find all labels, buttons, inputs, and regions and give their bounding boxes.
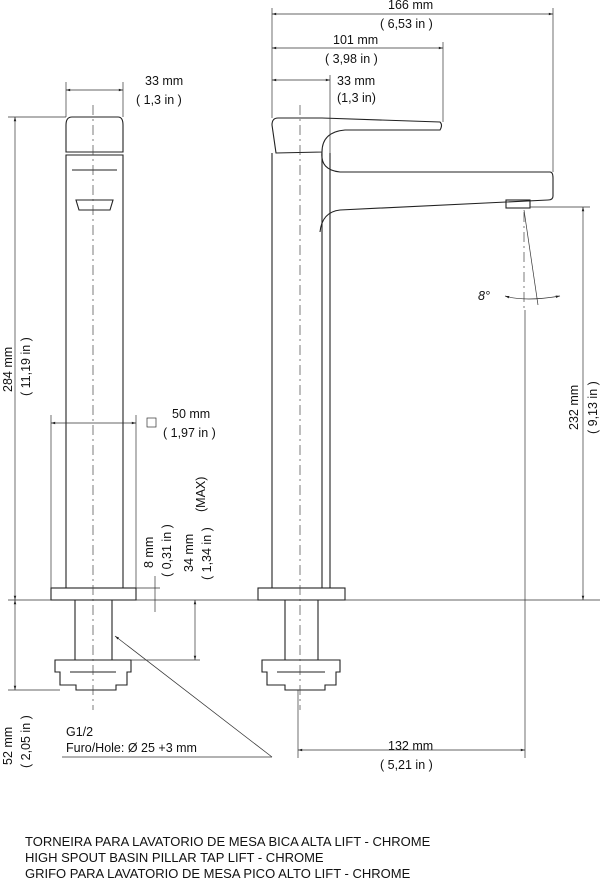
caption-spanish: GRIFO PARA LAVATORIO DE MESA PICO ALTO L…: [25, 866, 411, 881]
below-deck-in: ( 2,05 in ): [19, 715, 33, 768]
body-square-in: ( 1,97 in ): [163, 426, 216, 440]
caption-portuguese: TORNEIRA PARA LAVATORIO DE MESA BICA ALT…: [25, 834, 431, 849]
max-deck-in: ( 1,34 in ): [200, 527, 214, 580]
dimension-labels: 33 mm ( 1,3 in ) 284 mm ( 11,19 in ) 50 …: [1, 0, 600, 772]
side-width-in: (1,3 in): [337, 91, 376, 105]
front-width-mm: 33 mm: [145, 74, 183, 88]
front-view: [50, 105, 137, 710]
spout-reach-mm: 132 mm: [388, 739, 433, 753]
spout-height-mm: 232 mm: [567, 385, 581, 430]
max-note: (MAX): [194, 477, 208, 512]
total-height-in: ( 11,19 in ): [19, 337, 33, 396]
side-width-mm: 33 mm: [337, 74, 375, 88]
base-thickness-mm: 8 mm: [142, 537, 156, 568]
base-thickness-in: ( 0,31 in ): [160, 524, 174, 577]
front-width-in: ( 1,3 in ): [136, 93, 182, 107]
thread-size: G1/2: [66, 725, 93, 739]
total-height-mm: 284 mm: [1, 347, 15, 392]
dimension-lines: [8, 8, 600, 758]
max-deck-mm: 34 mm: [182, 534, 196, 572]
angle-label: 8°: [478, 289, 490, 303]
spout-reach-in: ( 5,21 in ): [380, 758, 433, 772]
spout-height-in: ( 9,13 in ): [586, 381, 600, 434]
below-deck-mm: 52 mm: [1, 727, 15, 765]
total-reach-in: ( 6,53 in ): [380, 17, 433, 31]
total-reach-mm: 166 mm: [388, 0, 433, 12]
caption-english: HIGH SPOUT BASIN PILLAR TAP LIFT - CHROM…: [25, 850, 324, 865]
hole-size: Furo/Hole: Ø 25 +3 mm: [66, 741, 197, 755]
lever-reach-in: ( 3,98 in ): [325, 52, 378, 66]
side-view: [257, 105, 561, 710]
lever-reach-mm: 101 mm: [333, 33, 378, 47]
body-square-mm: 50 mm: [172, 407, 210, 421]
